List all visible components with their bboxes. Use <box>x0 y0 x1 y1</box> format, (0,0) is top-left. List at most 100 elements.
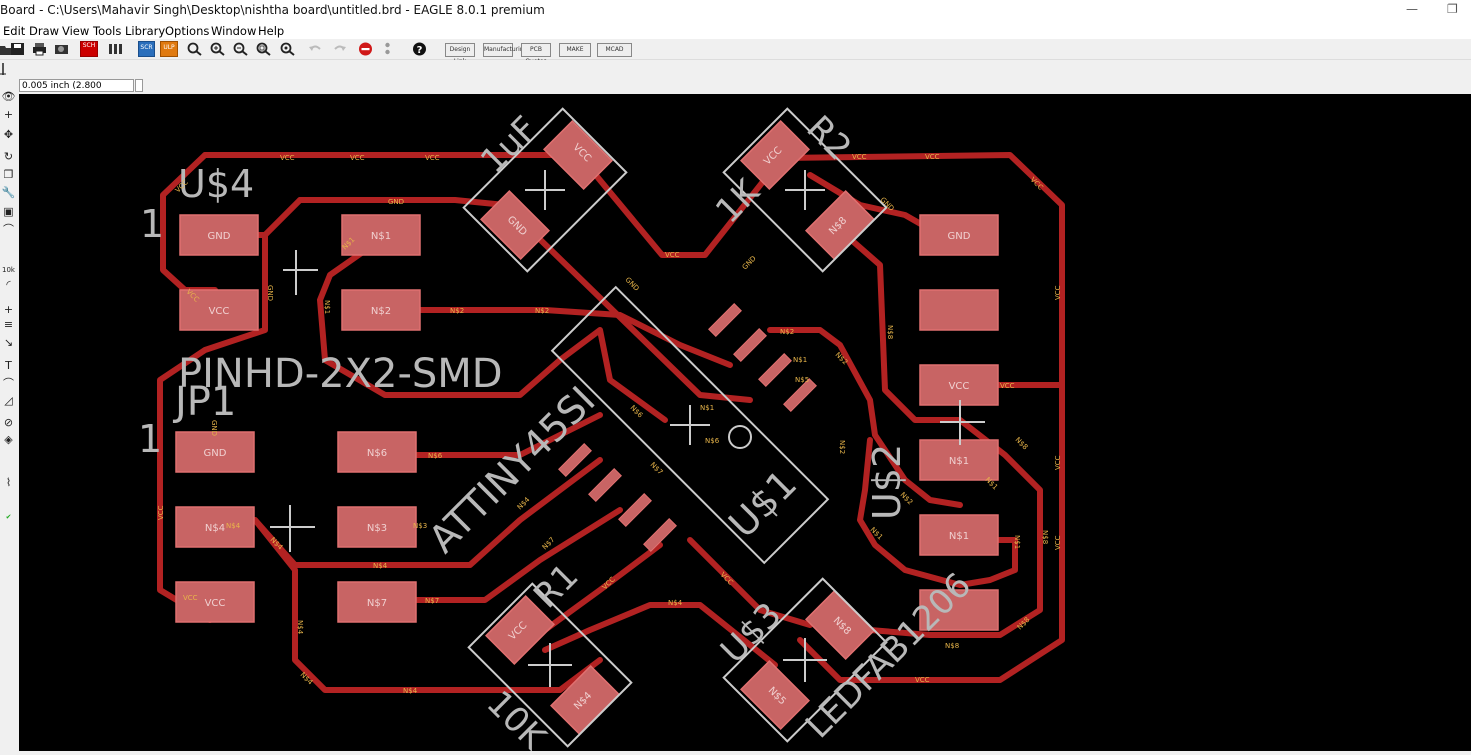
script-icon[interactable]: SCR <box>138 41 155 57</box>
board-drawing: U$4 1 PINHD-2X2-SMD JP1 1 1uF R2 1K ATTI… <box>138 107 1065 755</box>
ulp-icon[interactable]: ULP <box>160 41 178 57</box>
menu-library[interactable]: Library <box>125 24 166 38</box>
board-icon[interactable] <box>108 42 123 56</box>
rotate-icon[interactable]: ↻ <box>3 150 14 163</box>
board-canvas[interactable]: U$4 1 PINHD-2X2-SMD JP1 1 1uF R2 1K ATTI… <box>19 94 1471 755</box>
minimize-button[interactable]: — <box>1406 2 1418 16</box>
title-bar: Board - C:\Users\Mahavir Singh\Desktop\n… <box>0 0 1471 22</box>
schematic-icon[interactable]: SCH <box>80 41 98 57</box>
trace-label-gnd: GND <box>624 276 641 293</box>
menu-help[interactable]: Help <box>258 24 285 38</box>
trace-label-n1: N$1 <box>323 300 331 314</box>
pad-label-gnd: GND <box>948 231 971 242</box>
label-u3: U$3 <box>713 595 789 671</box>
pad-label-gnd: GND <box>208 231 231 242</box>
cam-icon[interactable] <box>54 42 69 56</box>
redo-icon[interactable] <box>332 42 347 56</box>
wrench-icon[interactable]: 🔧 <box>1 186 16 199</box>
zoom-in-icon[interactable] <box>210 42 225 56</box>
menu-window[interactable]: Window <box>211 24 257 38</box>
svg-text:?: ? <box>417 45 423 56</box>
command-line-input[interactable] <box>135 79 143 92</box>
polygon-icon[interactable]: ◿ <box>4 394 13 407</box>
mark-icon[interactable]: + <box>3 108 14 121</box>
label-cap-value: 1uF <box>473 109 546 182</box>
show-icon[interactable]: 👁 <box>1 90 16 103</box>
trace-label-n4: N$4 <box>373 562 388 570</box>
move-icon[interactable]: ✥ <box>3 128 14 141</box>
restore-button[interactable]: ❐ <box>1447 2 1458 16</box>
open-icon[interactable] <box>0 42 15 56</box>
pad-label-vcc: VCC <box>205 598 226 609</box>
trace-label-vcc: VCC <box>852 153 867 161</box>
manufacturing-button[interactable]: Manufacturing <box>483 43 527 57</box>
menu-tools[interactable]: Tools <box>93 24 122 38</box>
help-icon[interactable]: ? <box>412 42 427 56</box>
trace-label-n1: N$1 <box>793 356 807 364</box>
design-link-button[interactable]: Design Link <box>445 43 475 65</box>
via-icon[interactable]: ⊘ <box>3 416 14 429</box>
arc-icon[interactable]: ⌒ <box>3 377 14 390</box>
menu-bar: Edit Draw View Tools Library Options Win… <box>0 22 1471 39</box>
zoom-out-icon[interactable] <box>233 42 248 56</box>
signal-icon[interactable]: ◈ <box>4 433 13 446</box>
trace-label-n8: N$8 <box>886 325 894 339</box>
trace-label-vcc: VCC <box>925 153 940 161</box>
trace-label-vcc: VCC <box>915 676 930 684</box>
stop-icon[interactable] <box>358 42 373 56</box>
value-icon[interactable]: 10k <box>2 266 15 274</box>
menu-edit[interactable]: Edit <box>3 24 26 38</box>
miter-icon[interactable]: ◜ <box>6 278 11 291</box>
drc-icon[interactable]: ✔ <box>5 513 12 521</box>
menu-draw[interactable]: Draw <box>29 24 60 38</box>
trace-label-vcc: VCC <box>157 505 165 520</box>
trace-label-vcc: VCC <box>425 154 440 162</box>
mcad-button[interactable]: MCAD <box>597 43 632 57</box>
trace-label-n2: N$2 <box>780 328 794 336</box>
trace-label-n7: N$7 <box>649 461 665 477</box>
print-icon[interactable] <box>32 42 47 56</box>
make-button[interactable]: MAKE <box>559 43 591 57</box>
menu-view[interactable]: View <box>62 24 90 38</box>
route-icon[interactable]: ↘ <box>3 336 14 349</box>
pcb-quotes-button[interactable]: PCB Quotes <box>521 43 551 65</box>
pad-label-n2: N$2 <box>371 306 391 317</box>
pad-label-n1: N$1 <box>949 531 969 542</box>
zoom-fit-icon[interactable] <box>187 42 202 56</box>
trace-label-n4: N$4 <box>668 599 683 607</box>
trace-label-n4: N$4 <box>403 687 418 695</box>
trace-label-n2: N$2 <box>838 440 846 454</box>
copy-icon[interactable]: ❐ <box>3 168 14 181</box>
trace-label-gnd: GND <box>266 285 274 301</box>
trace-label-n1: N$1 <box>700 404 714 412</box>
trace-label-n4: N$4 <box>516 495 532 511</box>
autorouter-icon[interactable]: ⌇ <box>5 476 12 489</box>
go-icon[interactable] <box>380 42 395 56</box>
group-icon[interactable]: ▣ <box>3 205 14 218</box>
trace-label-vcc: VCC <box>350 154 365 162</box>
layer-icon[interactable] <box>0 62 8 76</box>
smash-icon[interactable]: ⌒ <box>3 223 14 236</box>
menu-options[interactable]: Options <box>165 24 210 38</box>
pad-label-n4: N$4 <box>205 523 225 534</box>
pad-label-n3: N$3 <box>367 523 387 534</box>
trace-label-n2: N$2 <box>450 307 464 315</box>
undo-icon[interactable] <box>308 42 323 56</box>
pad-label-gnd: GND <box>204 448 227 459</box>
pad-label-n6: N$6 <box>367 448 387 459</box>
optimize-icon[interactable]: ≡ <box>3 318 14 331</box>
left-tool-palette: 👁 + ✥ ↻ ❐ 🔧 ▣ ⌒ 10k ◜ + ≡ ↘ T ⌒ ◿ ⊘ ◈ ⌇ … <box>0 78 19 751</box>
label-u4: U$4 <box>178 162 254 206</box>
pad-label-vcc: VCC <box>209 306 230 317</box>
trace-label-vcc: VCC <box>665 251 680 259</box>
trace-label-n3: N$3 <box>413 522 427 530</box>
text-icon[interactable]: T <box>5 359 12 372</box>
trace-label-n8: N$8 <box>1041 530 1049 544</box>
zoom-redraw-icon[interactable] <box>280 42 295 56</box>
zoom-select-icon[interactable] <box>256 42 271 56</box>
split-icon[interactable]: + <box>3 303 14 316</box>
trace-label-vcc: VCC <box>1000 382 1015 390</box>
save-icon[interactable] <box>10 42 25 56</box>
trace-label-vcc: VCC <box>1054 285 1062 300</box>
trace-label-vcc: VCC <box>183 594 198 602</box>
